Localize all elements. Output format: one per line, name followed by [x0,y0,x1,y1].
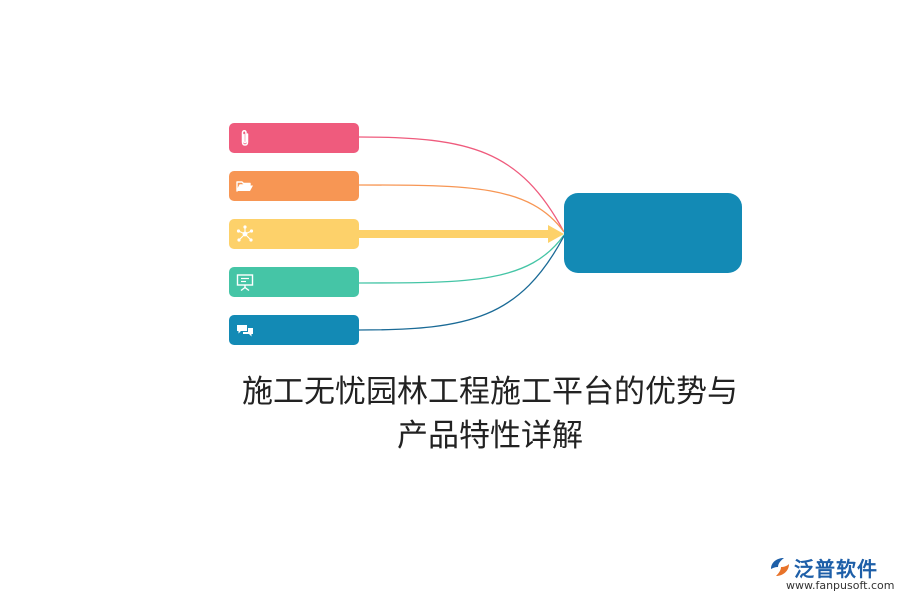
central-hub-node [564,193,742,273]
paperclip-icon [241,130,249,146]
branch-node-1 [229,123,359,153]
connector-line-4 [358,234,565,284]
network-icon [236,225,254,242]
diagram-caption: 施工无忧园林工程施工平台的优势与 产品特性详解 [150,370,830,458]
connector-line-1 [358,136,565,233]
branch-node-2 [229,171,359,201]
branch-node-3 [229,219,359,249]
fanpu-watermark: 泛普软件 www.fanpusoft.com [768,552,894,596]
caption-line-1: 施工无忧园林工程施工平台的优势与 [242,374,738,410]
presentation-board-icon [236,274,254,292]
brand-name: 泛普软件 [794,557,878,581]
connector-line-2 [358,184,565,233]
folder-icon [236,181,253,192]
fanpu-logo-icon [771,558,789,576]
connector-arrow-3 [548,225,564,243]
branch-node-4 [229,267,359,297]
connector-line-5 [358,235,565,331]
chat-bubbles-icon [237,325,253,337]
brand-url: www.fanpusoft.com [786,579,895,592]
caption-line-2: 产品特性详解 [397,418,583,454]
branch-node-5 [229,315,359,345]
